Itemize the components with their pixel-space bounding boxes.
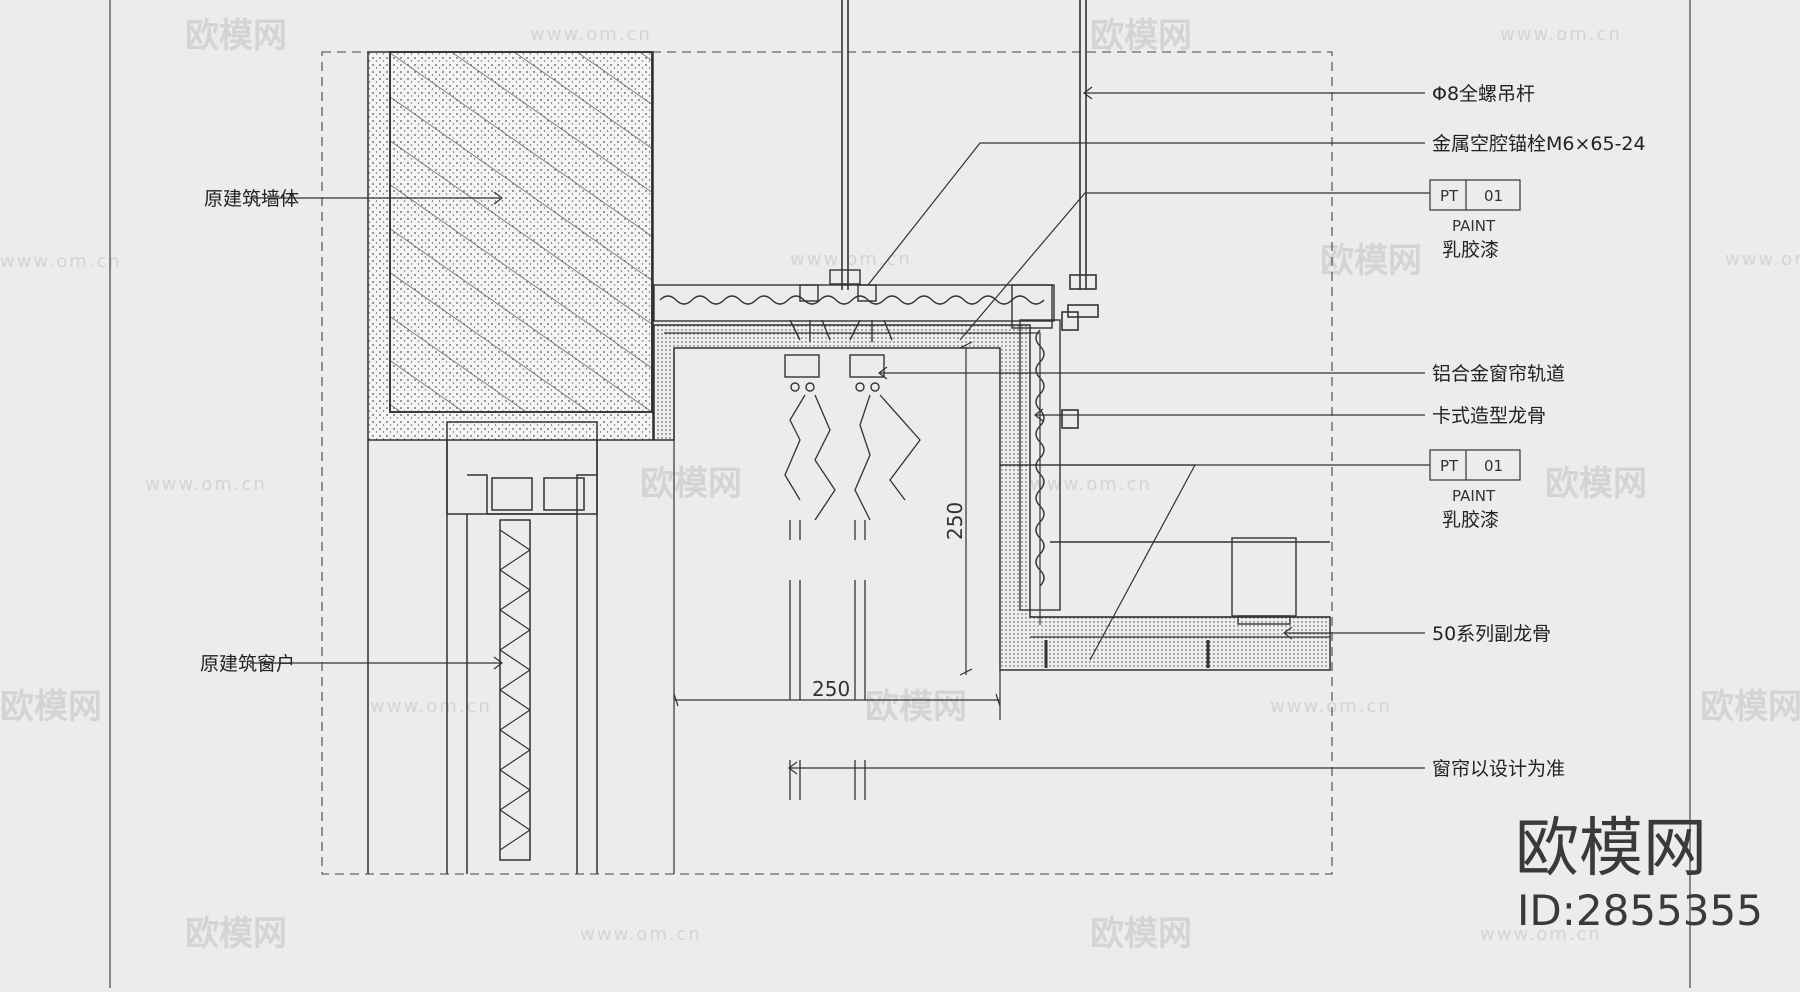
brand-id-text: ID:2855355 [1517,886,1763,935]
label-rod: Φ8全螺吊杆 [1432,83,1535,105]
label-subkeel: 50系列副龙骨 [1432,623,1551,645]
watermark-brand: 欧模网 [1700,687,1800,727]
sub-keel [1044,537,1330,668]
watermark-brand: 欧模网 [1090,16,1192,56]
watermark-url: www.om.cn [370,696,492,717]
dimension-lines [673,341,1001,874]
watermark-brand: 欧模网 [1320,241,1422,281]
leader-lines [250,86,1430,775]
brand-logo-text: 欧模网 [1515,812,1707,886]
building-wall [367,51,654,441]
watermark-brand: 欧模网 [865,687,967,727]
watermark-url: www.om.cn [1725,249,1800,270]
watermark-url: www.om.cn [1030,474,1152,495]
paint-tag-code: PT [1440,187,1459,205]
paint-tag-1: PT 01 PAINT 乳胶漆 [1429,179,1521,261]
label-anchor: 金属空腔锚栓M6×65-24 [1432,133,1646,155]
paint-tag-2: PT 01 PAINT 乳胶漆 [1429,449,1521,531]
paint-tag-word: PAINT [1452,217,1496,235]
label-wall: 原建筑墙体 [204,188,299,210]
watermark-url: www.om.cn [0,251,122,272]
curtain-box-board [653,324,1331,671]
label-curtain: 窗帘以设计为准 [1432,758,1565,780]
label-track: 铝合金窗帘轨道 [1432,363,1565,385]
watermark-brand: 欧模网 [1545,464,1647,504]
paint-tag-name: 乳胶漆 [1442,509,1499,531]
label-window: 原建筑窗户 [200,653,295,675]
watermark-url: www.om.cn [1500,24,1622,45]
watermark-brand: 欧模网 [185,914,287,954]
watermark-brand: 欧模网 [640,464,742,504]
dimension-vertical: 250 [943,502,967,540]
dimension-horizontal: 250 [812,677,850,701]
curtain-fabric [784,394,921,800]
label-keel: 卡式造型龙骨 [1432,405,1546,427]
watermark-url: www.om.cn [790,249,912,270]
sheet-frame [109,0,1691,988]
building-window [367,421,598,874]
watermark-url: www.om.cn [530,24,652,45]
paint-tag-code: PT [1440,457,1459,475]
paint-tag-word: PAINT [1452,487,1496,505]
anchor-bolts [789,269,893,342]
hanger-rods [841,0,1099,429]
paint-tag-num: 01 [1484,457,1503,475]
watermark-brand: 欧模网 [1090,914,1192,954]
watermark-url: www.om.cn [580,924,702,945]
paint-tag-num: 01 [1484,187,1503,205]
watermark-url: www.om.cn [1480,924,1602,945]
watermark-url: www.om.cn [1270,696,1392,717]
watermark-brand: 欧模网 [185,16,287,56]
paint-tag-name: 乳胶漆 [1442,239,1499,261]
curtain-tracks [784,354,885,392]
card-keel-top [653,284,1055,329]
watermark-brand: 欧模网 [0,687,102,727]
watermark-url: www.om.cn [145,474,267,495]
